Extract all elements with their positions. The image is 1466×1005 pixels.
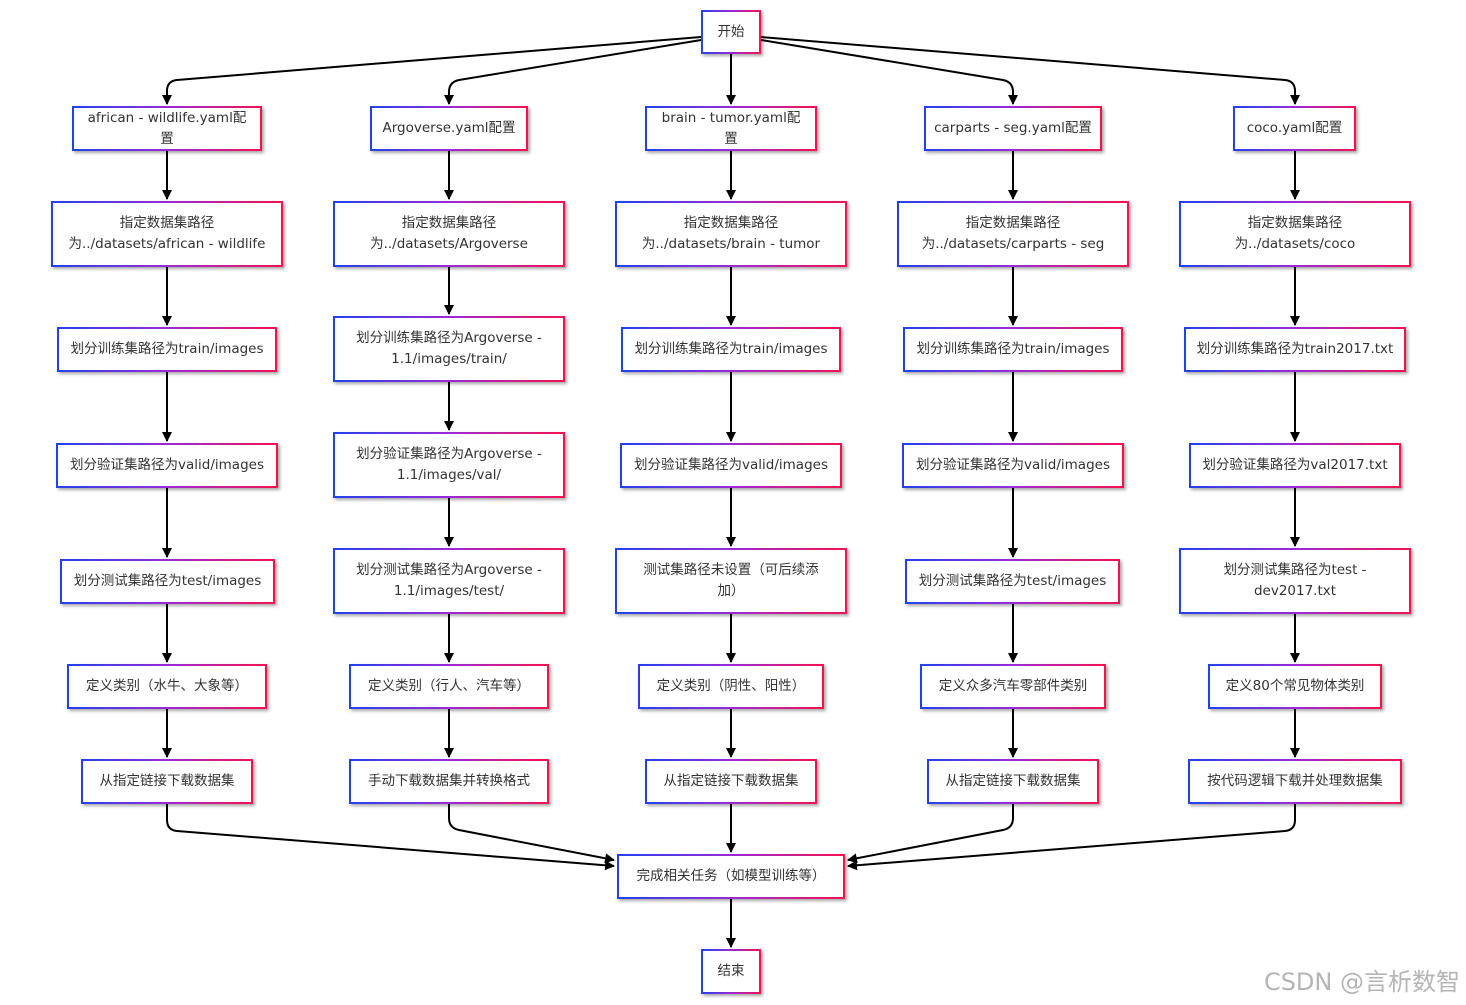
col2-download-node: 手动下载数据集并转换格式 xyxy=(349,759,549,804)
col4-download-node: 从指定链接下载数据集 xyxy=(927,759,1099,804)
col1-val-node: 划分验证集路径为valid/images xyxy=(56,443,278,488)
col5-train-node: 划分训练集路径为train2017.txt xyxy=(1184,327,1406,372)
col2-classes-node: 定义类别（行人、汽车等） xyxy=(349,664,549,709)
col5-config-node: coco.yaml配置 xyxy=(1233,106,1356,151)
col4-train-node: 划分训练集路径为train/images xyxy=(903,327,1123,372)
col1-path-node: 指定数据集路径 为../datasets/african - wildlife xyxy=(51,201,283,267)
start-node: 开始 xyxy=(701,10,761,54)
col5-path-node: 指定数据集路径 为../datasets/coco xyxy=(1179,201,1411,267)
col2-val-node: 划分验证集路径为Argoverse - 1.1/images/val/ xyxy=(333,432,565,498)
col5-val-node: 划分验证集路径为val2017.txt xyxy=(1189,443,1401,488)
col2-test-node: 划分测试集路径为Argoverse - 1.1/images/test/ xyxy=(333,548,565,614)
col2-config-node: Argoverse.yaml配置 xyxy=(370,106,528,151)
col1-config-node: african - wildlife.yaml配置 xyxy=(72,106,262,151)
col5-download-node: 按代码逻辑下载并处理数据集 xyxy=(1188,759,1402,804)
edge-arrow-39 xyxy=(847,804,1296,871)
col5-test-node: 划分测试集路径为test - dev2017.txt xyxy=(1179,548,1411,614)
col5-classes-node: 定义80个常见物体类别 xyxy=(1208,664,1382,709)
col1-classes-node: 定义类别（水牛、大象等） xyxy=(67,664,267,709)
watermark: CSDN @言析数智 xyxy=(1263,968,1460,996)
edge-arrow-3 xyxy=(760,39,1018,105)
col1-train-node: 划分训练集路径为train/images xyxy=(57,327,277,372)
edge-arrow-1 xyxy=(444,39,702,105)
col3-download-node: 从指定链接下载数据集 xyxy=(645,759,817,804)
col3-test-node: 测试集路径未设置（可后续添 加） xyxy=(615,548,847,614)
col2-train-node: 划分训练集路径为Argoverse - 1.1/images/train/ xyxy=(333,316,565,382)
col2-path-node: 指定数据集路径 为../datasets/Argoverse xyxy=(333,201,565,267)
edge-arrow-38 xyxy=(847,804,1014,864)
edge-arrow-4 xyxy=(760,36,1300,105)
col4-config-node: carparts - seg.yaml配置 xyxy=(924,106,1102,151)
end-node: 结束 xyxy=(701,949,761,994)
edge-arrow-35 xyxy=(166,804,615,871)
col4-path-node: 指定数据集路径 为../datasets/carparts - seg xyxy=(897,201,1129,267)
col3-train-node: 划分训练集路径为train/images xyxy=(621,327,841,372)
col3-config-node: brain - tumor.yaml配置 xyxy=(645,106,817,151)
col1-download-node: 从指定链接下载数据集 xyxy=(81,759,253,804)
col1-test-node: 划分测试集路径为test/images xyxy=(60,559,275,604)
col3-val-node: 划分验证集路径为valid/images xyxy=(620,443,842,488)
col3-path-node: 指定数据集路径 为../datasets/brain - tumor xyxy=(615,201,847,267)
col4-test-node: 划分测试集路径为test/images xyxy=(905,559,1120,604)
edge-arrow-0 xyxy=(162,36,702,105)
col3-classes-node: 定义类别（阴性、阳性） xyxy=(638,664,824,709)
col4-val-node: 划分验证集路径为valid/images xyxy=(902,443,1124,488)
col4-classes-node: 定义众多汽车零部件类别 xyxy=(920,664,1106,709)
finish-node: 完成相关任务（如模型训练等） xyxy=(617,854,845,899)
edge-arrow-36 xyxy=(448,804,615,864)
